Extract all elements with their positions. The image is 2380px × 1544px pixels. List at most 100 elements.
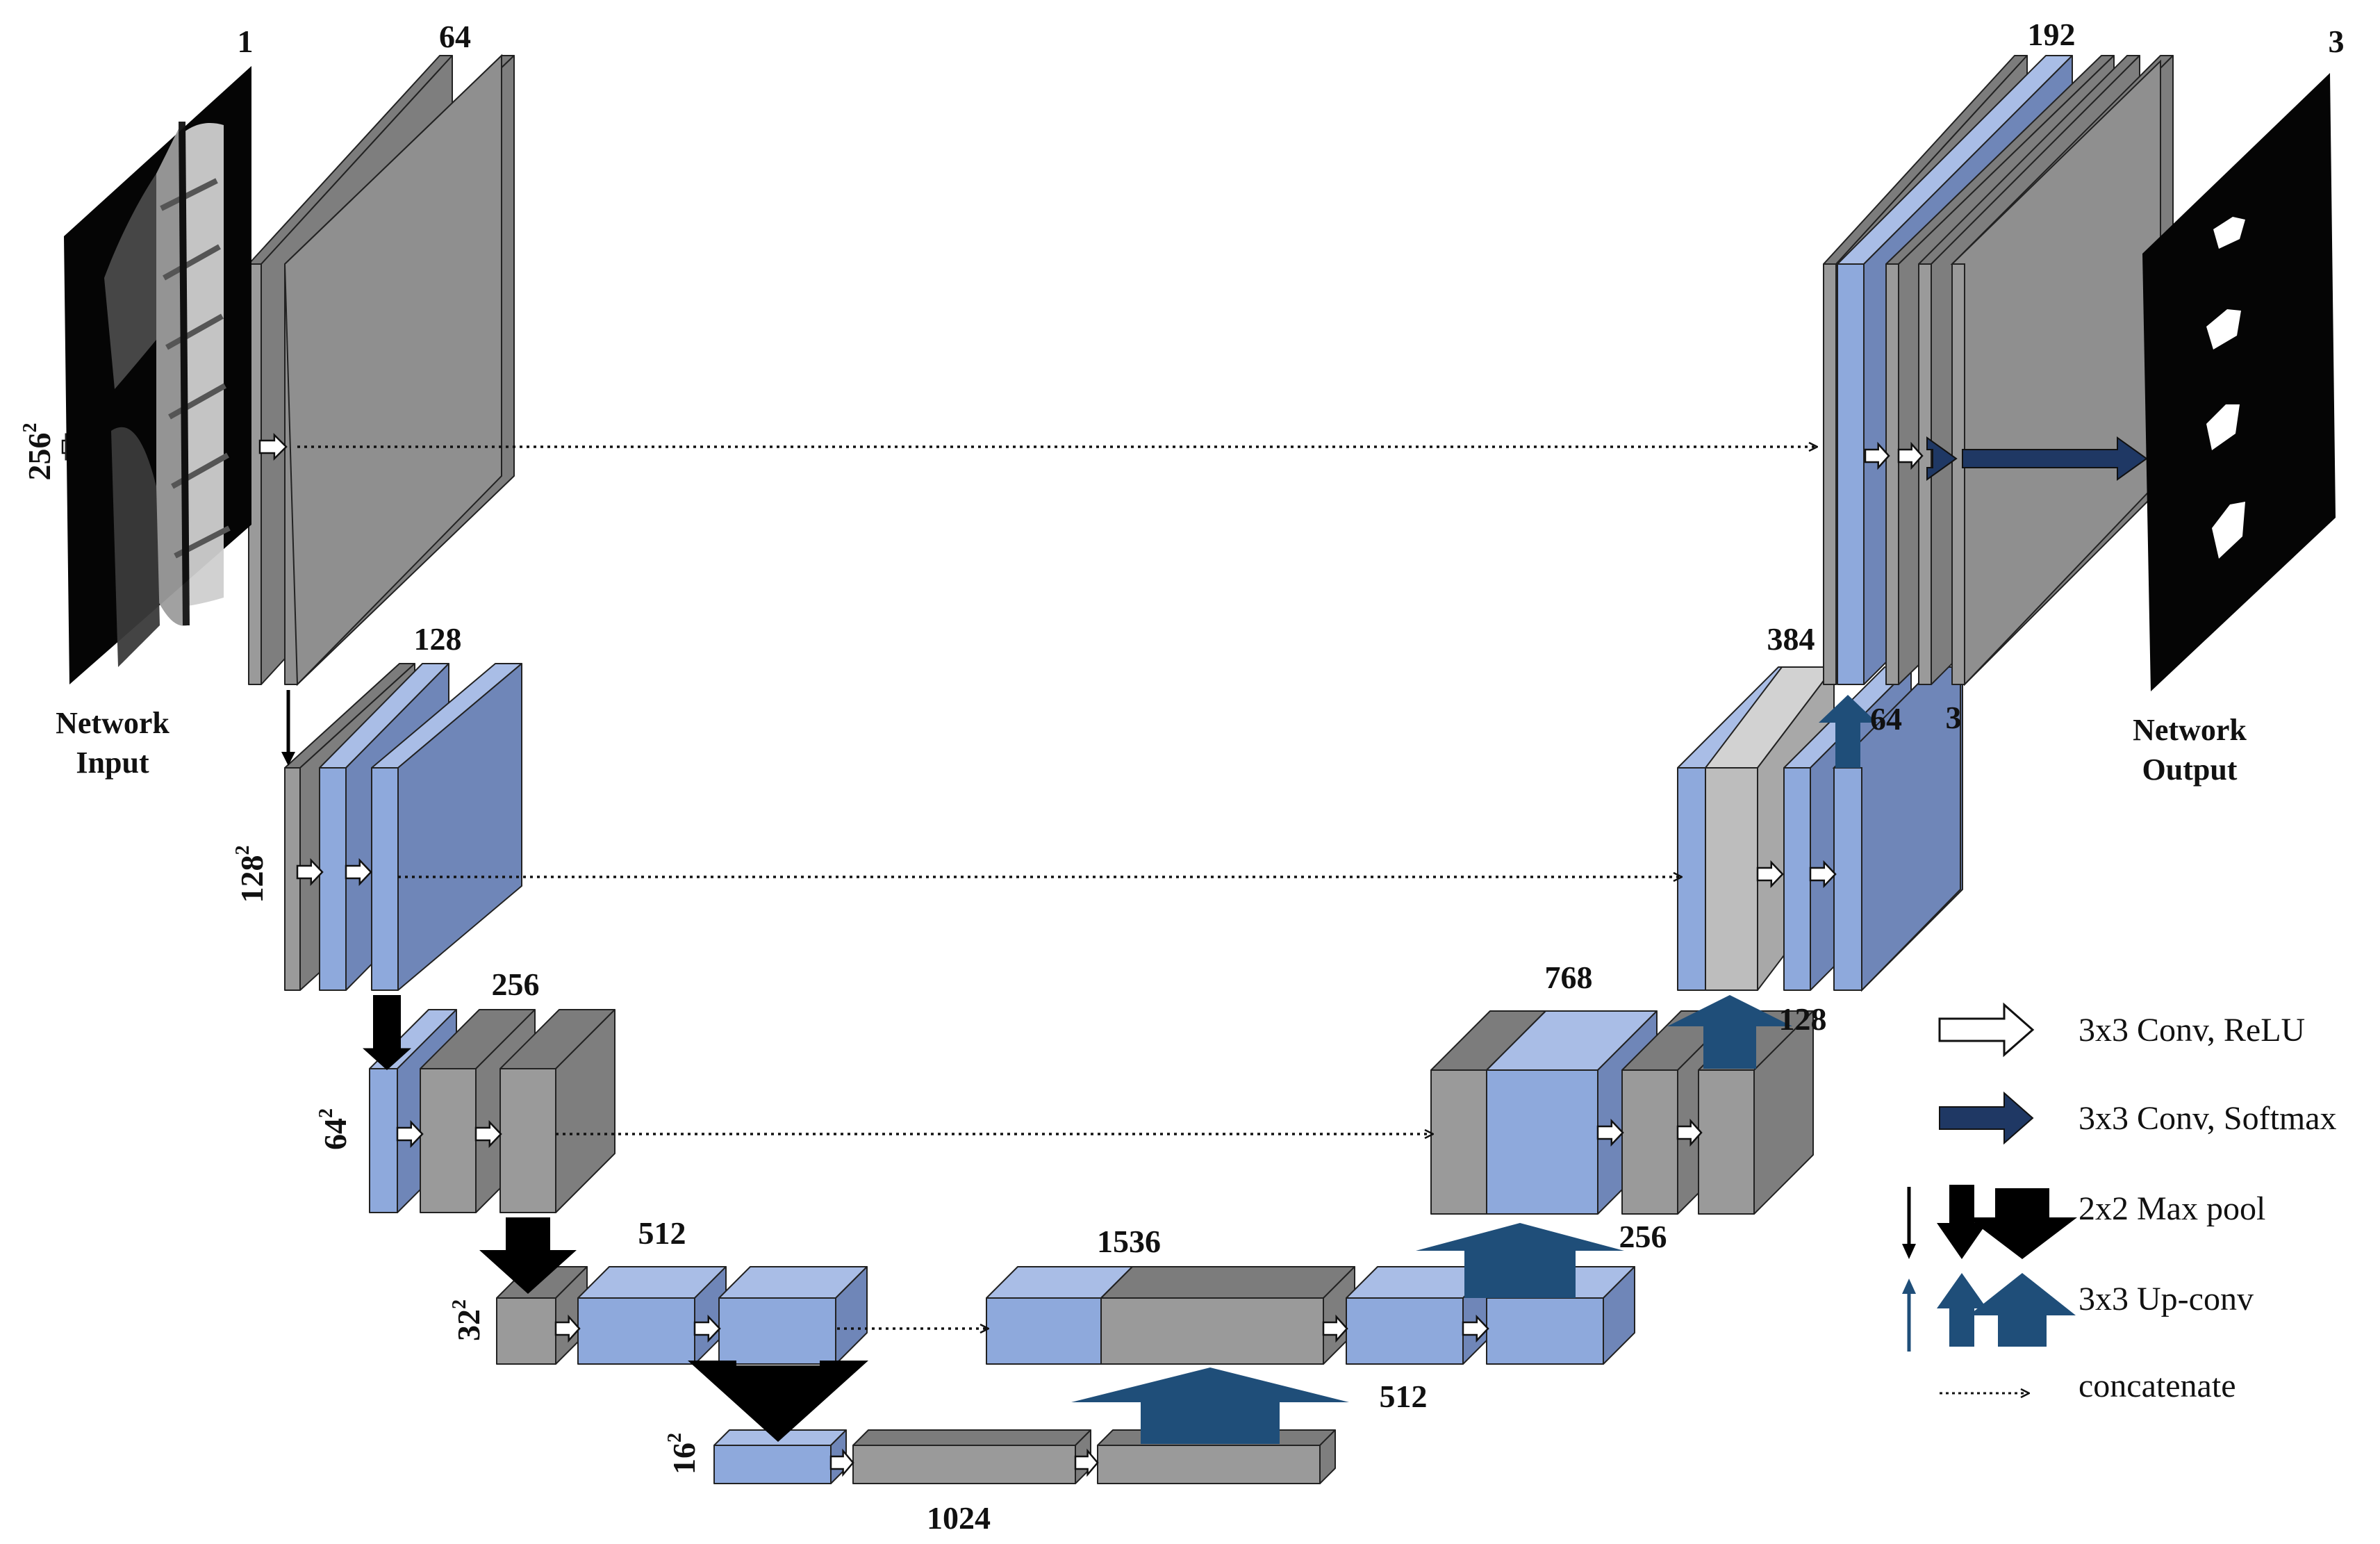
feature-map-front — [420, 1068, 477, 1213]
up-conv-arrow — [1071, 1368, 1349, 1444]
size-label-32: 322 — [449, 1299, 486, 1341]
feature-map-front — [1346, 1297, 1464, 1365]
feature-map-layers — [248, 54, 2174, 1484]
max-pool-arrow — [281, 752, 295, 766]
feature-map-big — [283, 54, 502, 687]
conv-relu-arrow — [1897, 441, 1924, 470]
feature-map-front — [1430, 1069, 1487, 1215]
feature-map — [371, 663, 522, 991]
conv-relu-arrow — [396, 1119, 424, 1149]
legend: 3x3 Conv, ReLU 3x3 Conv, Softmax 2x2 Max… — [1902, 1002, 2337, 1404]
feature-map-front — [986, 1297, 1102, 1365]
channel-label: 64 — [439, 19, 471, 54]
size-label-64: 642 — [315, 1108, 353, 1150]
feature-map-front — [1783, 767, 1811, 991]
svg-text:322: 322 — [449, 1299, 486, 1341]
max-pool-arrows-icon — [1902, 1185, 2077, 1259]
channel-label: 64 — [1870, 701, 1902, 737]
max-pool-arrow — [688, 1361, 868, 1442]
conv-relu-arrow — [1596, 1118, 1624, 1147]
conv-relu-arrow — [258, 432, 288, 461]
svg-text:162: 162 — [664, 1433, 702, 1475]
conv-relu-arrow — [1864, 441, 1890, 470]
conv-relu-arrow — [1809, 860, 1837, 889]
legend-label: 3x3 Up-conv — [2079, 1281, 2254, 1317]
legend-label: concatenate — [2079, 1368, 2236, 1404]
channel-label: 3 — [1946, 700, 1962, 735]
max-pool-arrow — [363, 995, 411, 1070]
channel-label: 384 — [1767, 621, 1815, 657]
conv-relu-arrow — [1074, 1448, 1099, 1477]
feature-map — [852, 1429, 1091, 1484]
svg-text:642: 642 — [315, 1108, 353, 1150]
feature-map-top — [852, 1429, 1091, 1446]
feature-map-big — [1950, 59, 2161, 687]
feature-map — [499, 1009, 615, 1213]
network-output-caption: Network — [2133, 713, 2247, 747]
feature-map — [1100, 1266, 1355, 1365]
white-arrow-icon — [1938, 1002, 2035, 1058]
channel-label: 3 — [2329, 24, 2345, 59]
feature-map-front — [1705, 767, 1758, 991]
size-label-256: 2562 — [19, 423, 57, 481]
up-conv-arrow — [1416, 1223, 1624, 1298]
conv-relu-arrow — [1322, 1314, 1348, 1343]
up-conv-arrows-icon — [1902, 1273, 2076, 1352]
conv-relu-arrow — [829, 1448, 854, 1477]
feature-map-top — [1100, 1266, 1355, 1299]
size-label-16: 162 — [664, 1433, 702, 1475]
legend-label: 3x3 Conv, Softmax — [2079, 1100, 2337, 1137]
up-conv-arrow — [1819, 695, 1877, 768]
network-input-caption: Network — [56, 706, 170, 740]
feature-map-front — [1621, 1069, 1678, 1215]
feature-map-front — [713, 1445, 832, 1484]
size-label-128: 1282 — [232, 846, 270, 903]
conv-relu-arrow — [474, 1119, 502, 1149]
feature-map-front — [1951, 263, 1965, 685]
channel-label: 1 — [238, 24, 254, 59]
feature-map-front — [1837, 263, 1865, 685]
network-output-caption: Output — [2142, 753, 2238, 787]
conv-softmax-arrow — [1926, 436, 1958, 481]
feature-map-front — [499, 1068, 556, 1213]
channel-label: 192 — [2028, 17, 2076, 52]
feature-map-front — [369, 1068, 398, 1213]
feature-map-front — [496, 1297, 556, 1365]
network-output-mask — [2142, 73, 2336, 691]
network-input-image — [64, 66, 251, 684]
up-conv-arrow — [1667, 995, 1792, 1069]
feature-map-front — [1100, 1297, 1324, 1365]
channel-label: 128 — [414, 621, 462, 657]
feature-map-front — [1698, 1069, 1755, 1215]
channel-label: 256 — [1619, 1219, 1667, 1254]
feature-map-front — [1885, 263, 1899, 685]
conv-relu-arrow — [1756, 860, 1784, 889]
feature-map-front — [852, 1445, 1076, 1484]
navy-arrow-icon — [1939, 1091, 2034, 1145]
skip-connections — [297, 447, 1817, 1329]
conv-relu-arrow — [345, 857, 372, 887]
feature-map-front — [718, 1297, 836, 1365]
feature-map-front — [371, 767, 399, 991]
max-pool-arrow — [479, 1217, 577, 1294]
feature-map-front — [319, 767, 347, 991]
legend-label: 2x2 Max pool — [2079, 1190, 2265, 1227]
feature-map — [496, 1266, 588, 1365]
channel-label: 768 — [1545, 960, 1593, 995]
conv-relu-arrow — [693, 1314, 721, 1343]
channel-label: 128 — [1779, 1001, 1827, 1037]
channel-label: 1024 — [927, 1500, 991, 1536]
feature-map-front — [1677, 767, 1706, 991]
feature-map-front — [1097, 1445, 1321, 1484]
feature-map-front — [1486, 1297, 1604, 1365]
feature-map-front — [1823, 263, 1837, 685]
legend-label: 3x3 Conv, ReLU — [2079, 1012, 2305, 1049]
feature-map-front — [1833, 767, 1862, 991]
feature-map-front — [577, 1297, 695, 1365]
svg-text:1282: 1282 — [232, 846, 270, 903]
feature-map — [718, 1266, 868, 1365]
channel-label: 512 — [638, 1215, 686, 1251]
conv-relu-arrow — [1676, 1118, 1703, 1147]
conv-relu-arrow — [1462, 1314, 1489, 1343]
